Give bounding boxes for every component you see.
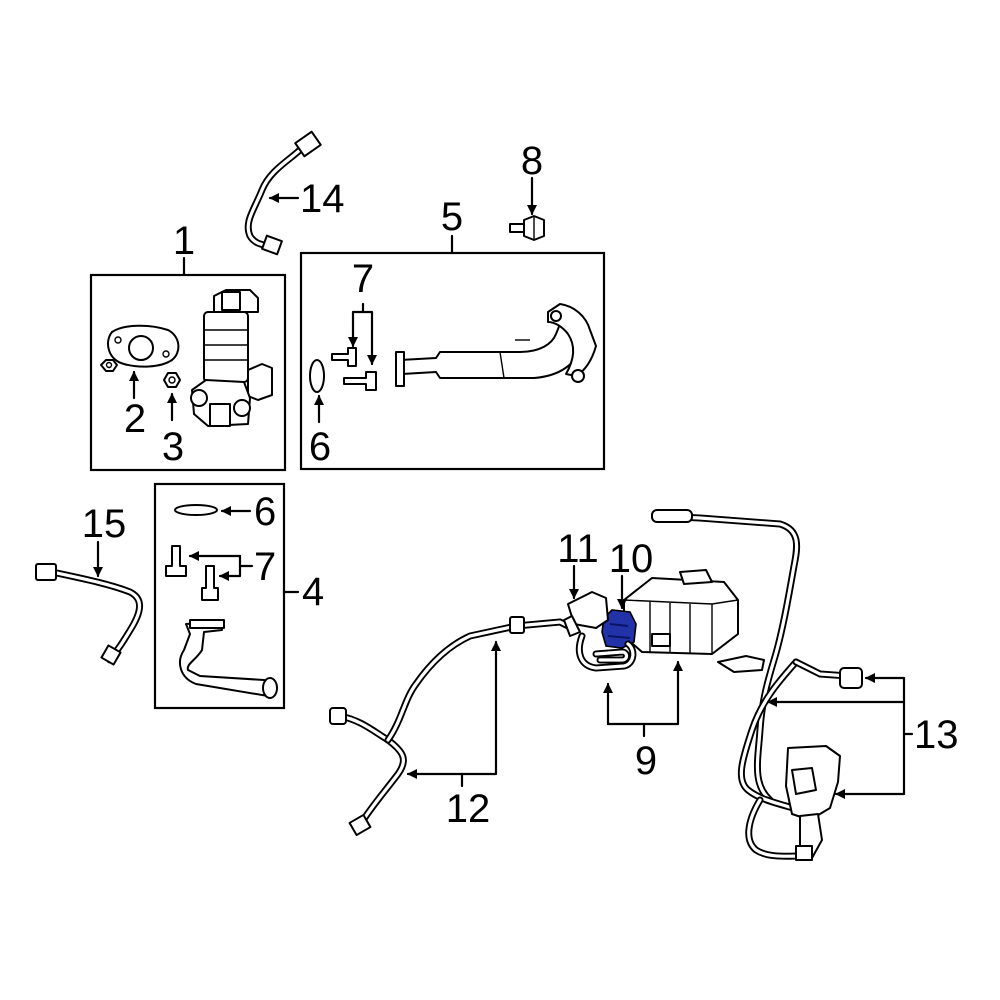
- purge-valve-10-highlight: [601, 609, 637, 649]
- callout-11: 11: [557, 527, 599, 571]
- callout-8: 8: [521, 139, 543, 183]
- callout-3: 3: [162, 425, 184, 469]
- bolt-8: [509, 215, 545, 241]
- callout-13: 13: [914, 713, 959, 757]
- leak-detection-pump: [785, 745, 841, 861]
- egr-tube-lower: [179, 619, 278, 699]
- callout-12: 12: [446, 787, 491, 831]
- callout-7-top: 7: [352, 257, 374, 301]
- canister-hoses: [575, 632, 637, 672]
- vapor-lines-13: [651, 509, 863, 860]
- vent-valve-11: [563, 591, 609, 637]
- callout-7-lower: 7: [254, 545, 276, 589]
- callout-4: 4: [302, 570, 324, 614]
- bolts-7-top: [331, 347, 377, 391]
- oxygen-sensor-15: [35, 563, 144, 666]
- nut-3: [163, 372, 181, 388]
- callout-2: 2: [124, 397, 146, 441]
- callout-1: 1: [173, 219, 195, 263]
- callout-14: 14: [300, 177, 345, 221]
- sensor-harness-12: [329, 616, 580, 837]
- bolts-7-lower: [165, 545, 219, 601]
- callout-15: 15: [82, 502, 127, 546]
- gasket-6-lower: [174, 504, 218, 516]
- egr-tube: [395, 303, 597, 387]
- oxygen-sensor-14: [244, 130, 322, 256]
- callout-6-lower: 6: [254, 490, 276, 534]
- gasket-2: [107, 324, 180, 368]
- nut-part: [100, 359, 118, 372]
- callout-10: 10: [609, 537, 654, 581]
- vapor-canister: [623, 569, 739, 655]
- callout-6-top: 6: [309, 425, 331, 469]
- callout-5: 5: [441, 195, 463, 239]
- callout-9: 9: [635, 739, 657, 783]
- group-box-4: [153, 482, 286, 710]
- egr-valve: [190, 289, 273, 427]
- group-box-1: [89, 273, 287, 472]
- gasket-6-top: [309, 359, 325, 393]
